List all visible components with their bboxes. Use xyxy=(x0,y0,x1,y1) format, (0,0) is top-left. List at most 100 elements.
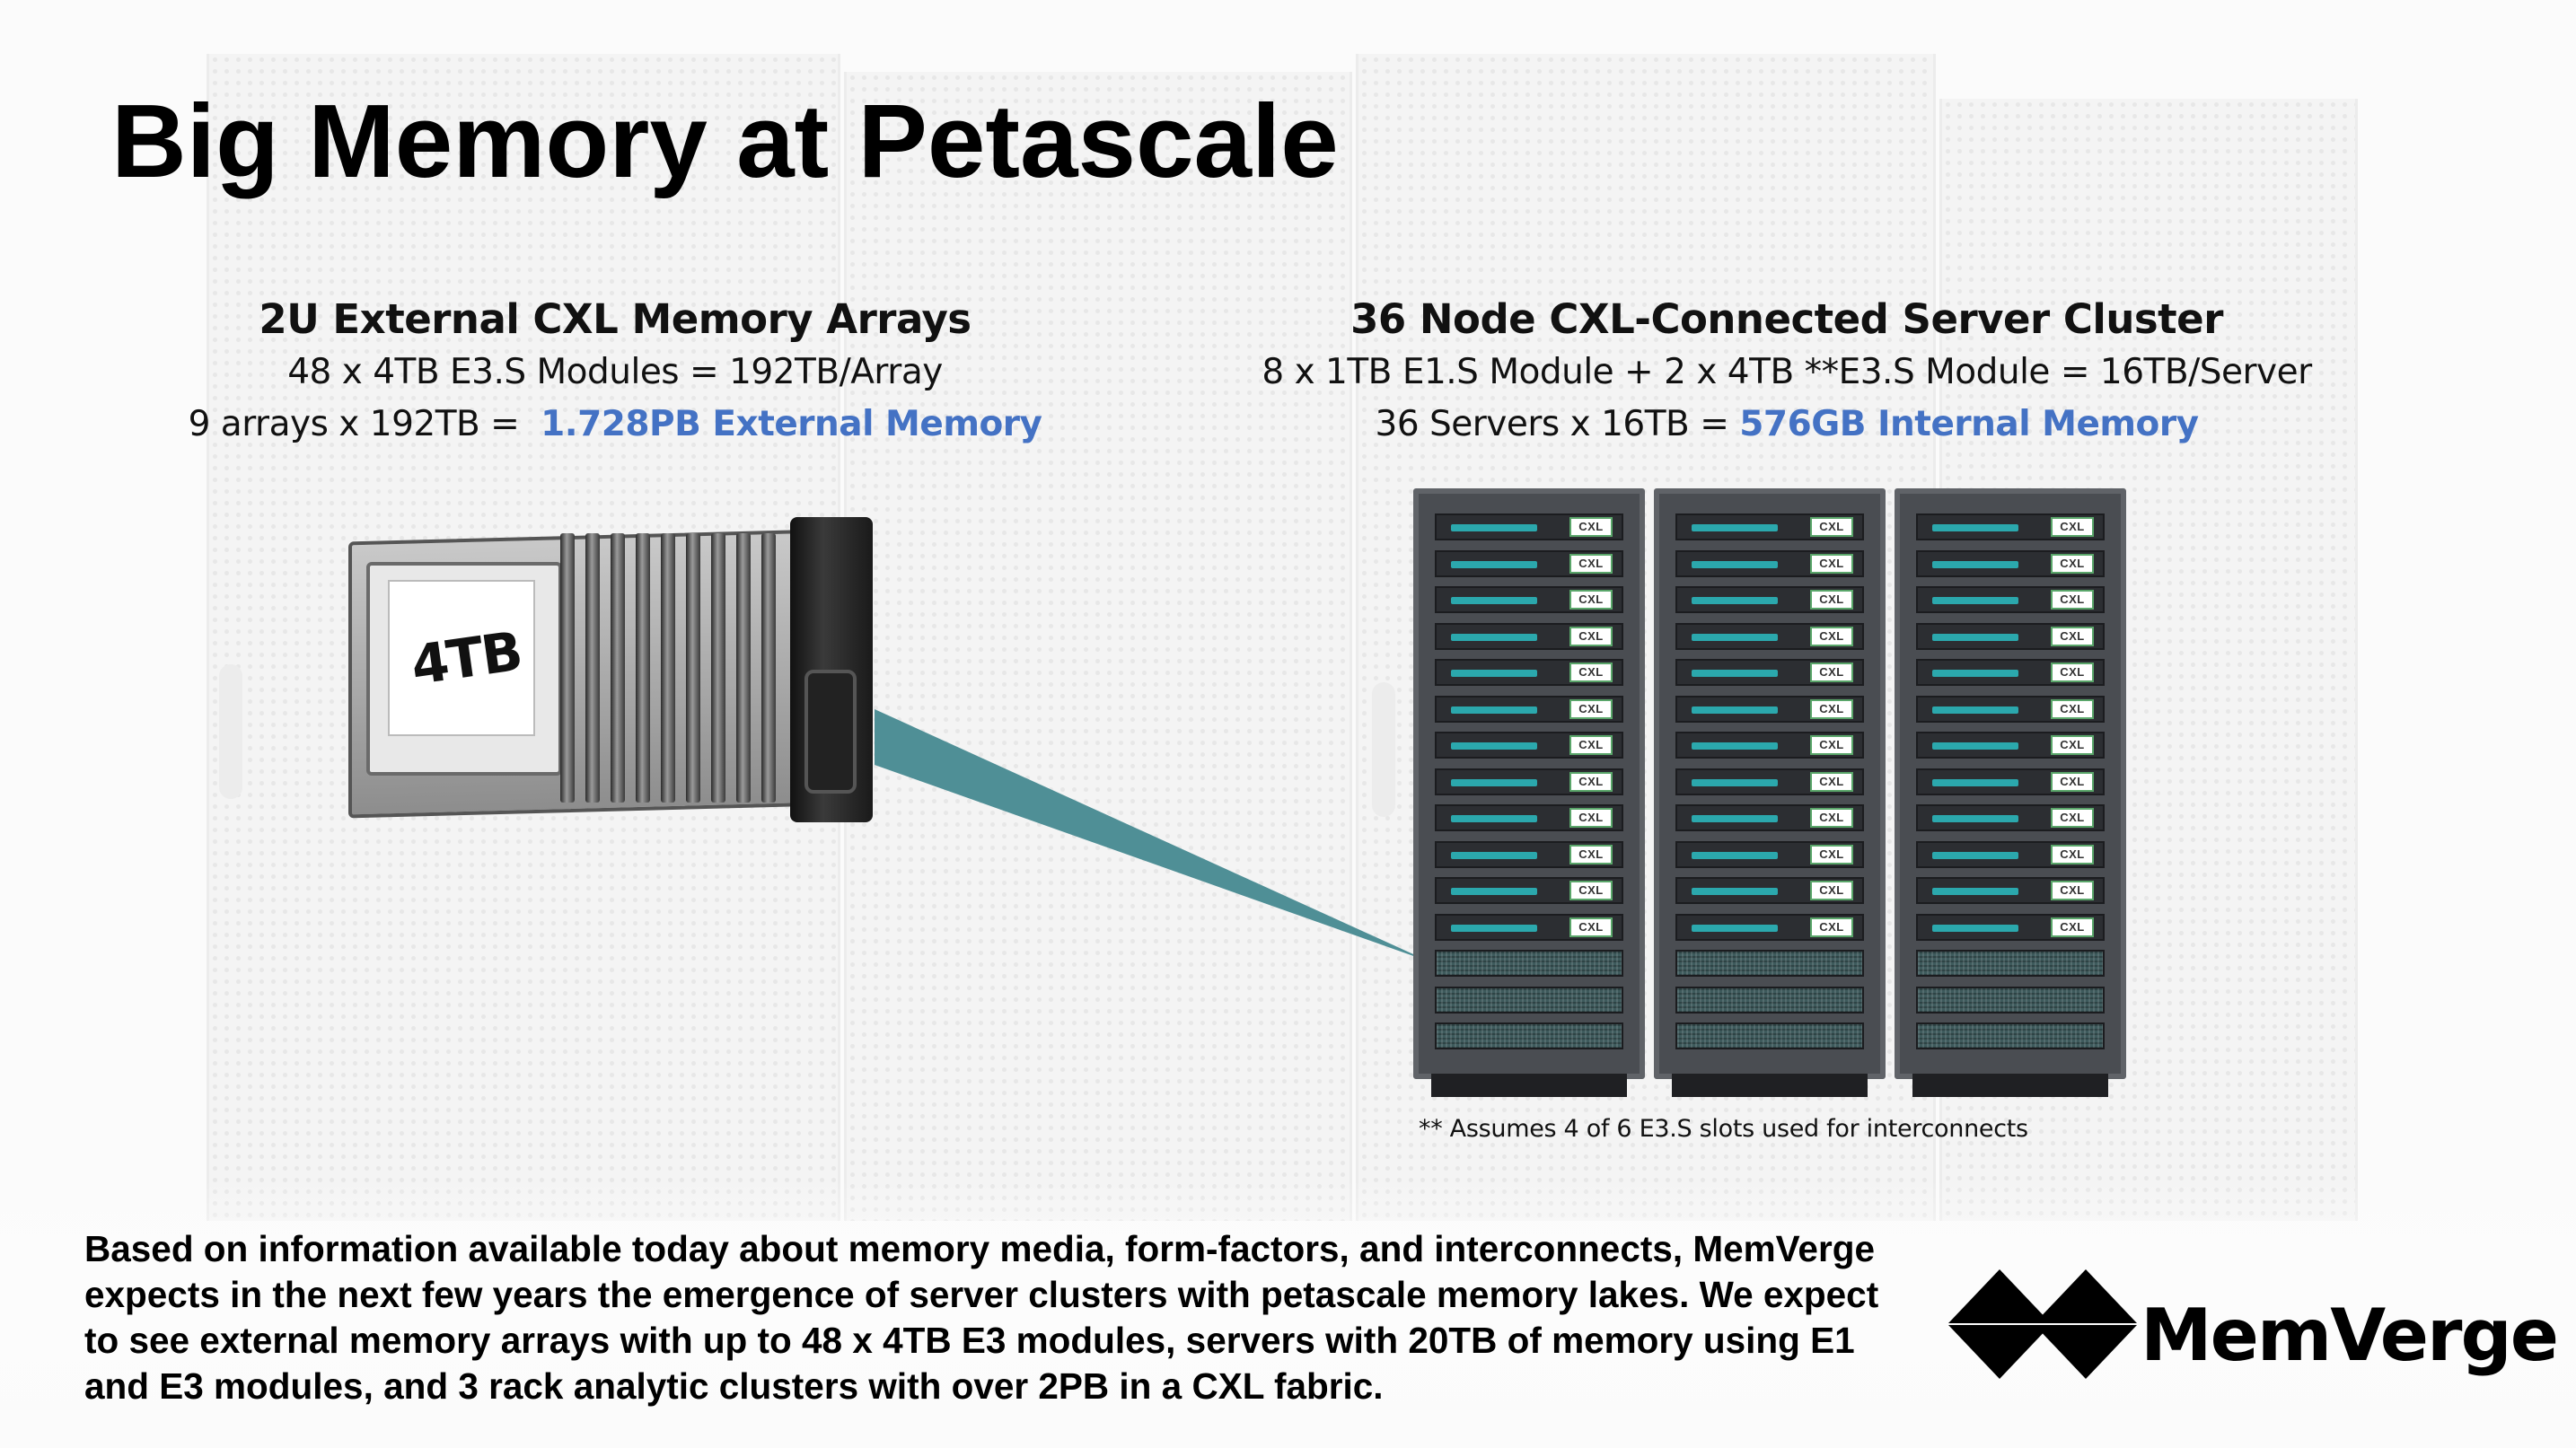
server-unit: CXL xyxy=(1675,513,1864,540)
cxl-badge: CXL xyxy=(1569,626,1613,646)
cxl-badge: CXL xyxy=(2051,626,2094,646)
background-rack-panel xyxy=(844,72,1352,1221)
cxl-badge: CXL xyxy=(2051,517,2094,537)
server-status-light xyxy=(1692,815,1778,822)
memory-slot xyxy=(711,533,725,803)
cxl-badge: CXL xyxy=(2051,553,2094,574)
memory-slot xyxy=(636,533,650,803)
server-status-light xyxy=(1932,851,2018,859)
server-status-light xyxy=(1932,924,2018,932)
server-unit: CXL xyxy=(1675,840,1864,868)
cxl-badge: CXL xyxy=(2051,808,2094,828)
server-status-light xyxy=(1451,633,1537,641)
server-status-light xyxy=(1451,524,1537,531)
cxl-badge: CXL xyxy=(1569,771,1613,792)
memory-slot-bank xyxy=(557,533,790,803)
cxl-badge: CXL xyxy=(1810,590,1853,610)
server-cluster-heading: 36 Node CXL-Connected Server Cluster xyxy=(1350,295,2223,343)
rack-vent-panel xyxy=(1916,1022,2105,1049)
server-unit: CXL xyxy=(1675,913,1864,941)
memverge-logo-mark xyxy=(1948,1269,2137,1379)
server-status-light xyxy=(1932,524,2018,531)
server-unit: CXL xyxy=(1916,913,2105,941)
server-status-light xyxy=(1692,560,1778,568)
server-unit: CXL xyxy=(1675,804,1864,831)
server-unit: CXL xyxy=(1675,586,1864,613)
memory-slot xyxy=(661,533,675,803)
cxl-badge: CXL xyxy=(1569,517,1613,537)
server-cluster-total-prefix: 36 Servers x 16TB = xyxy=(1375,404,1740,444)
cxl-badge: CXL xyxy=(1569,553,1613,574)
server-status-light xyxy=(1692,670,1778,677)
server-status-light xyxy=(1932,706,2018,714)
server-unit: CXL xyxy=(1435,586,1623,613)
cxl-badge: CXL xyxy=(1569,844,1613,864)
server-unit: CXL xyxy=(1675,732,1864,759)
cxl-badge: CXL xyxy=(1569,698,1613,719)
server-unit: CXL xyxy=(1435,659,1623,686)
memverge-logo-text: MemVerge xyxy=(2141,1294,2559,1377)
server-status-light xyxy=(1932,778,2018,786)
rack-foot xyxy=(1912,1074,2108,1097)
server-unit: CXL xyxy=(1916,804,2105,831)
memory-module-label-card xyxy=(388,580,535,736)
memory-array-latch xyxy=(804,670,857,794)
server-unit: CXL xyxy=(1916,549,2105,577)
server-unit: CXL xyxy=(1916,659,2105,686)
cxl-badge: CXL xyxy=(1810,844,1853,864)
server-status-light xyxy=(1932,670,2018,677)
server-status-light xyxy=(1932,742,2018,750)
server-unit: CXL xyxy=(1435,804,1623,831)
rack-vent-panel xyxy=(1916,950,2105,977)
memory-slot xyxy=(736,533,751,803)
background-floor xyxy=(0,1179,2576,1448)
server-status-light xyxy=(1932,633,2018,641)
cxl-badge: CXL xyxy=(2051,917,2094,937)
server-status-light xyxy=(1451,815,1537,822)
cxl-badge: CXL xyxy=(1569,590,1613,610)
server-status-light xyxy=(1932,560,2018,568)
cxl-badge: CXL xyxy=(1569,881,1613,900)
memory-slot xyxy=(686,533,700,803)
cxl-badge: CXL xyxy=(2051,663,2094,682)
memory-arrays-spec: 48 x 4TB E3.S Modules = 192TB/Array xyxy=(287,352,943,392)
background-rack-handle xyxy=(1372,682,1395,817)
memory-arrays-section: 2U External CXL Memory Arrays 48 x 4TB E… xyxy=(162,293,1068,451)
cxl-badge: CXL xyxy=(1810,771,1853,792)
rack-vent-panel xyxy=(1435,986,1623,1014)
server-cluster-total: 36 Servers x 16TB = 576GB Internal Memor… xyxy=(1203,399,2370,451)
cxl-badge: CXL xyxy=(2051,735,2094,755)
footnote: ** Assumes 4 of 6 E3.S slots used for in… xyxy=(1419,1115,2028,1143)
server-cluster-section: 36 Node CXL-Connected Server Cluster 8 x… xyxy=(1203,293,2370,451)
slide-title: Big Memory at Petascale xyxy=(111,83,1339,199)
cxl-badge: CXL xyxy=(1810,735,1853,755)
server-status-light xyxy=(1692,742,1778,750)
server-cluster-spec: 8 x 1TB E1.S Module + 2 x 4TB **E3.S Mod… xyxy=(1262,352,2312,392)
cxl-badge: CXL xyxy=(2051,698,2094,719)
external-memory-highlight: 1.728PB External Memory xyxy=(541,404,1042,444)
memory-array-image: 4TB xyxy=(348,508,878,822)
cxl-badge: CXL xyxy=(1569,663,1613,682)
cxl-badge: CXL xyxy=(2051,590,2094,610)
cxl-badge: CXL xyxy=(1810,517,1853,537)
cxl-badge: CXL xyxy=(1810,917,1853,937)
cxl-badge: CXL xyxy=(1810,626,1853,646)
server-unit: CXL xyxy=(1435,622,1623,650)
rack-vent-panel xyxy=(1675,986,1864,1014)
server-unit: CXL xyxy=(1916,732,2105,759)
server-status-light xyxy=(1692,597,1778,604)
server-status-light xyxy=(1692,706,1778,714)
server-status-light xyxy=(1451,924,1537,932)
server-unit: CXL xyxy=(1435,513,1623,540)
cxl-badge: CXL xyxy=(2051,881,2094,900)
server-status-light xyxy=(1451,742,1537,750)
server-unit: CXL xyxy=(1916,877,2105,904)
server-status-light xyxy=(1451,706,1537,714)
server-status-light xyxy=(1451,597,1537,604)
background-rack-panel xyxy=(1939,99,2358,1221)
memory-slot xyxy=(560,533,575,803)
